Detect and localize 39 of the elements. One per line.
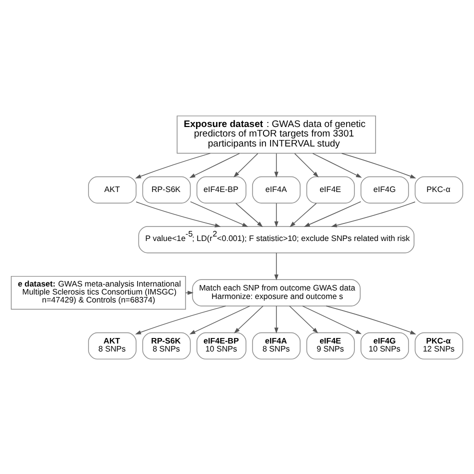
node-box: PKC-α 12 SNPs [414, 332, 464, 359]
node-box: eIF4E-BP 10 SNPs [196, 332, 246, 359]
node-box: RP-S6K 8 SNPs [142, 332, 191, 359]
node-box: eIF4G 10 SNPs [360, 332, 409, 359]
arrow [136, 200, 221, 227]
arrow [290, 202, 317, 227]
arrow [341, 152, 416, 178]
arrow [135, 152, 211, 178]
node-box: eIF4A [252, 176, 301, 203]
node-box: PKC-α [414, 176, 464, 203]
arrow [190, 200, 248, 226]
arrow [331, 200, 416, 227]
node-box: eIF4E [306, 176, 355, 203]
arrow [274, 252, 278, 280]
arrow [274, 202, 278, 227]
arrow [189, 152, 240, 178]
arrow [312, 152, 362, 178]
node-box: eIF4A 8 SNPs [252, 332, 301, 359]
node-box: RP-S6K [142, 176, 191, 203]
arrow [294, 152, 319, 177]
arrow [302, 305, 362, 334]
node-box: AKT 8 SNPs [88, 332, 136, 359]
node-box: AKT [88, 176, 136, 203]
arrow [135, 305, 226, 334]
node-box: e dataset: GWAS meta-analysis International Multiple Sclerosis tics Consortium (IMSGC) n=47429) & Controls (n=68374) [10, 275, 186, 310]
arrow [289, 305, 318, 333]
node-box: eIF4G [360, 176, 409, 203]
arrow [189, 305, 250, 334]
arrow [234, 305, 264, 333]
arrow [274, 152, 278, 178]
node-box: Match each SNP from outcome GWAS data Harmonize: exposure and outcome s [192, 278, 361, 306]
arrow [234, 152, 258, 177]
node-box: Exposure dataset: GWAS data of genetic predictors of mTOR targets from 3301 participants in INTERVAL study [176, 115, 376, 154]
arrow [274, 305, 278, 334]
arrow [304, 200, 362, 226]
arrow [236, 202, 263, 227]
arrow [326, 305, 416, 334]
node-box: eIF4E-BP [196, 176, 246, 203]
node-box: eIF4E 9 SNPs [306, 332, 355, 359]
